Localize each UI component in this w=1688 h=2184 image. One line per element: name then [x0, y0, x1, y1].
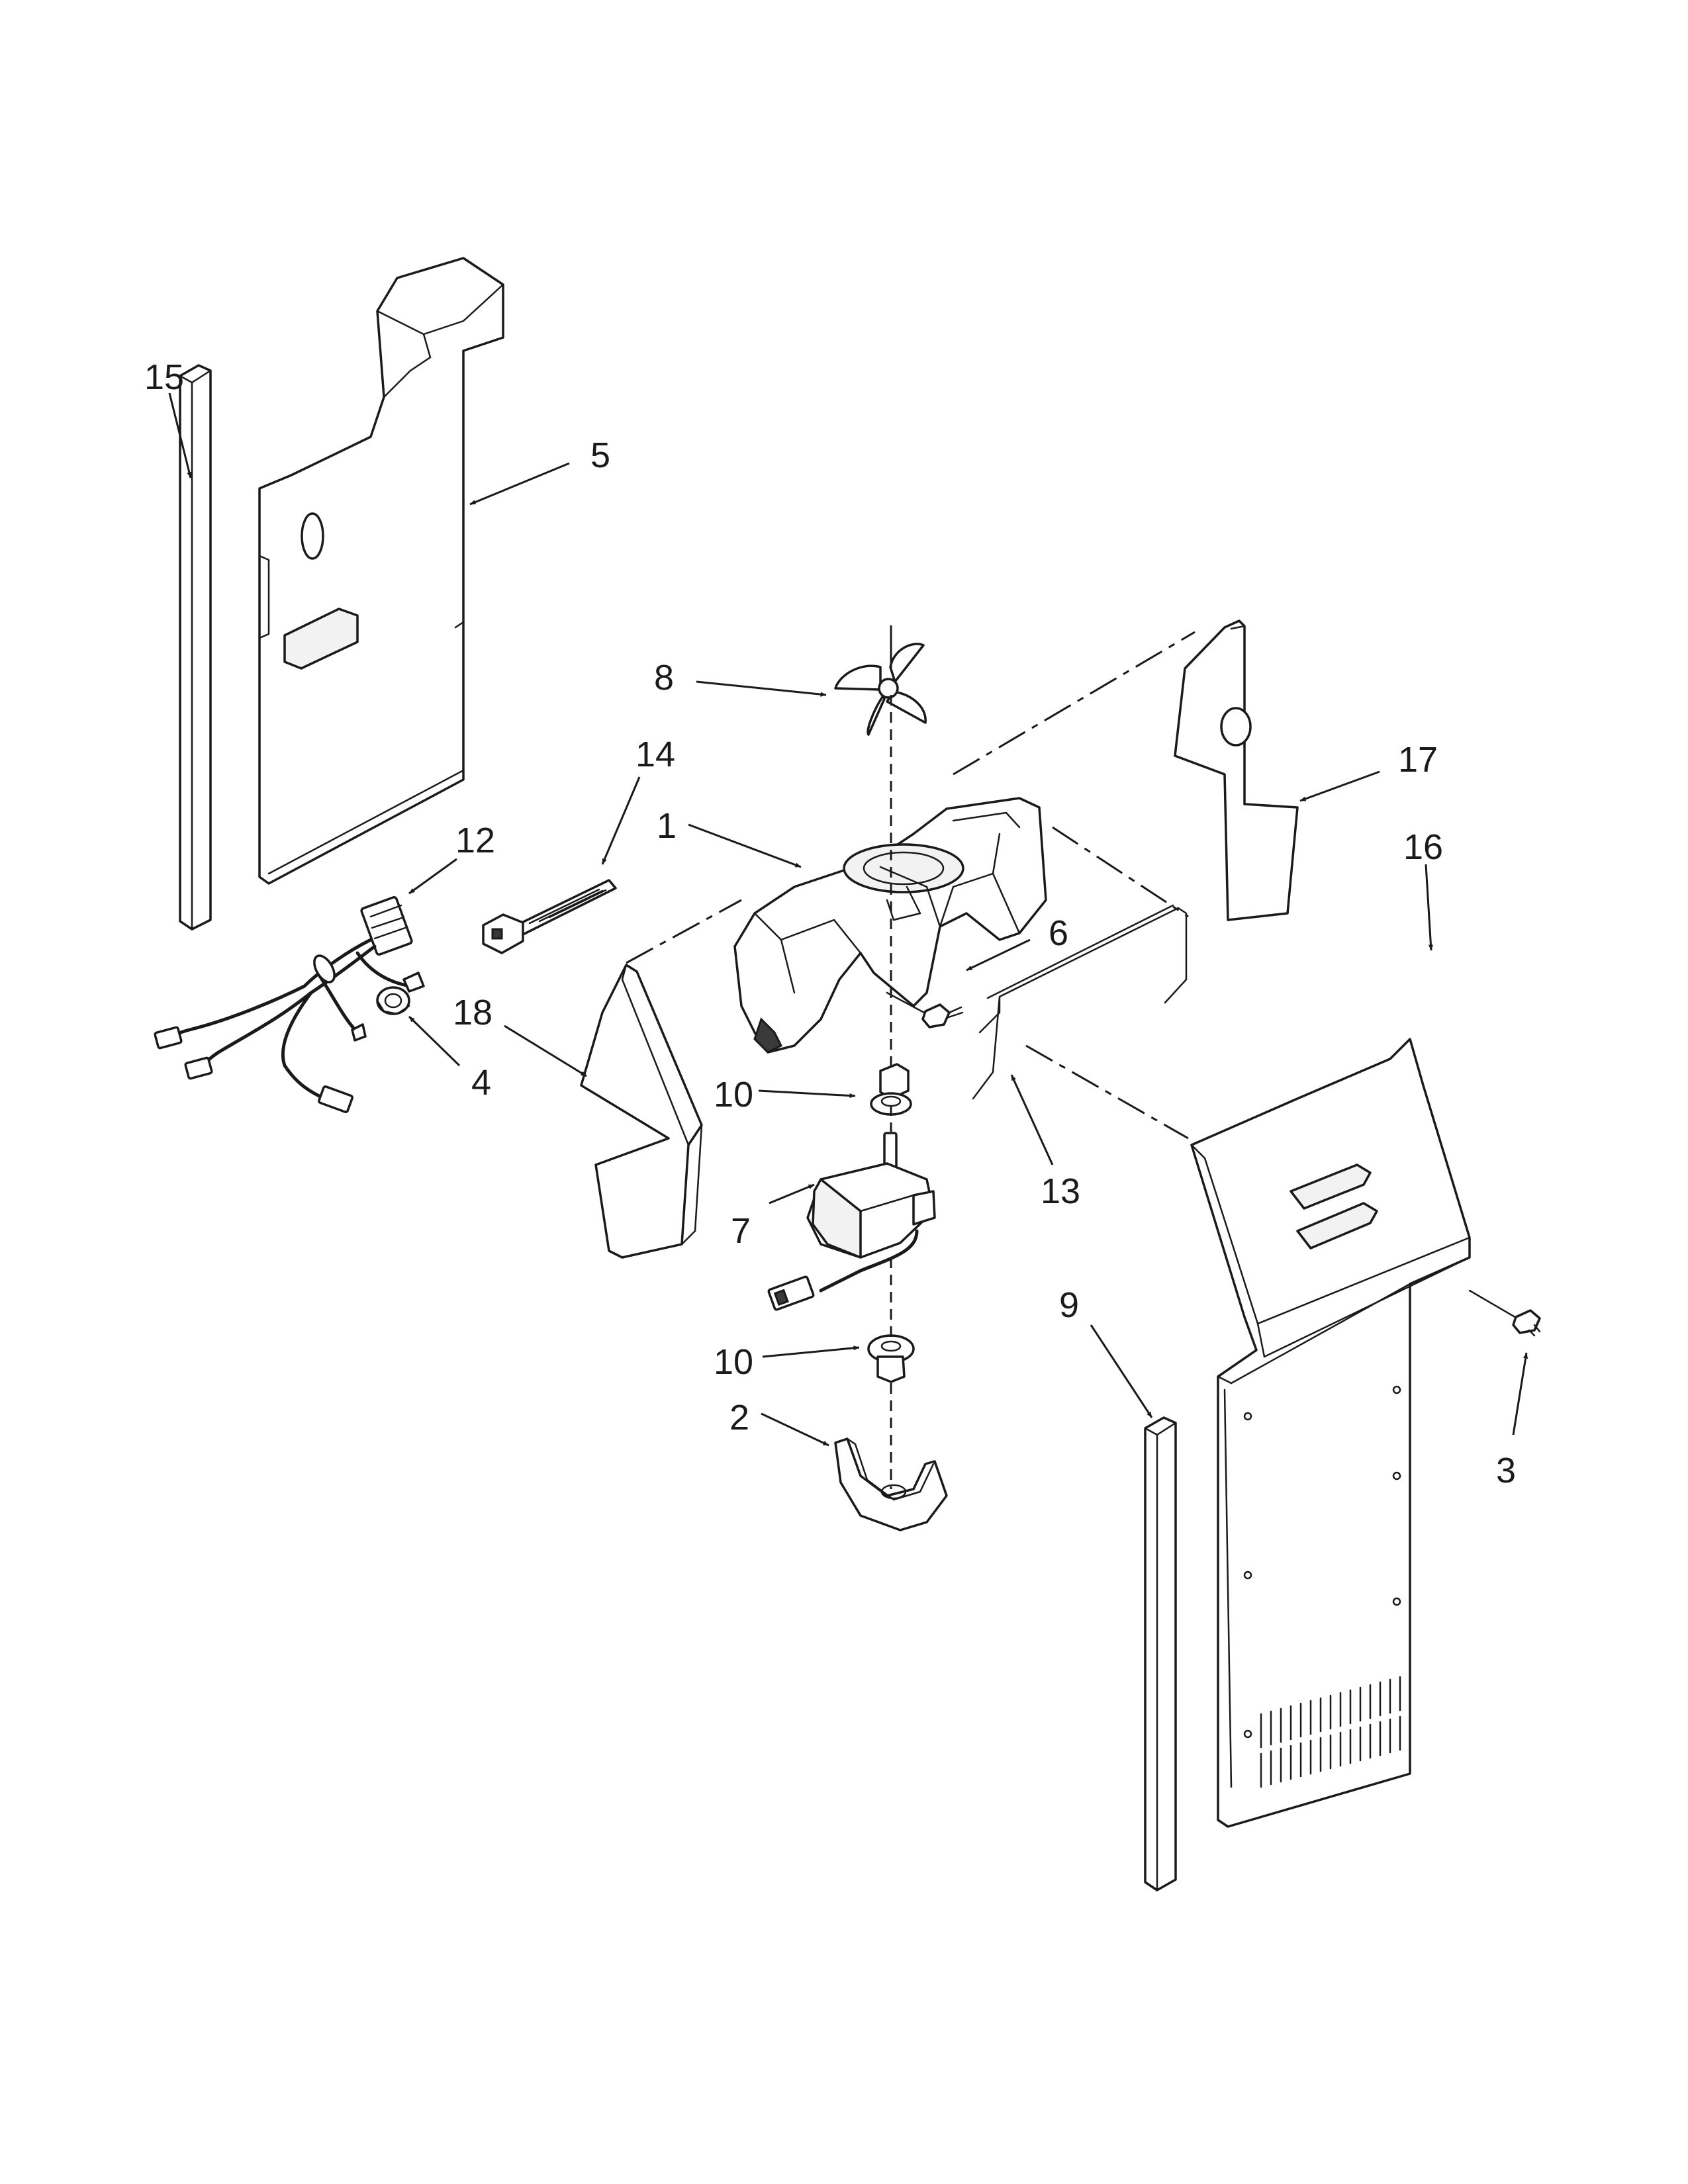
- part-5-duct-cover: [258, 257, 504, 885]
- part-17-baffle: [1174, 619, 1299, 921]
- callout-15: 15: [144, 357, 184, 397]
- part-3-screw: [1468, 1289, 1541, 1337]
- part-6-screw: [886, 991, 964, 1028]
- callout-10-lower: 10: [714, 1342, 753, 1382]
- leader-lines: [168, 392, 1528, 1447]
- callout-7: 7: [731, 1211, 751, 1251]
- part-2-motor-bracket: [834, 1437, 948, 1531]
- vent-slots: [1260, 1676, 1401, 1788]
- callout-18: 18: [453, 993, 492, 1032]
- part-14-cable-tie: [482, 879, 617, 954]
- callout-2: 2: [729, 1398, 749, 1437]
- part-15-gasket-strip: [179, 364, 212, 931]
- part-13-bracket: [972, 904, 1188, 1100]
- callout-17: 17: [1398, 740, 1438, 780]
- callout-labels: 15 5 8 14 1 17 12 16 6 18 4 10 13 7 9 10…: [144, 357, 1516, 1490]
- part-7-fan-motor: [767, 1132, 936, 1311]
- part-10-motor-grommet-lower: [867, 1334, 915, 1383]
- callout-1: 1: [657, 806, 677, 846]
- callout-8: 8: [654, 658, 674, 698]
- callout-9: 9: [1059, 1285, 1079, 1325]
- part-9-gasket-strip: [1144, 1416, 1177, 1891]
- part-18-baffle: [580, 964, 703, 1259]
- callout-3: 3: [1496, 1451, 1516, 1490]
- callout-14: 14: [635, 735, 675, 774]
- callout-4: 4: [471, 1063, 491, 1103]
- callout-16: 16: [1403, 827, 1443, 867]
- callout-6: 6: [1049, 913, 1068, 953]
- part-10-motor-grommet-upper: [870, 1063, 912, 1116]
- callout-5: 5: [590, 435, 610, 475]
- part-16-evaporator-cover: [1190, 1038, 1471, 1828]
- alignment-lines: [626, 631, 1196, 1489]
- callout-13: 13: [1041, 1171, 1080, 1211]
- part-8-fan-blade: [834, 625, 927, 736]
- part-12-wire-harness: [154, 896, 425, 1113]
- callout-10-upper: 10: [714, 1075, 753, 1115]
- part-4-grommet: [376, 986, 410, 1015]
- callout-12: 12: [455, 821, 495, 860]
